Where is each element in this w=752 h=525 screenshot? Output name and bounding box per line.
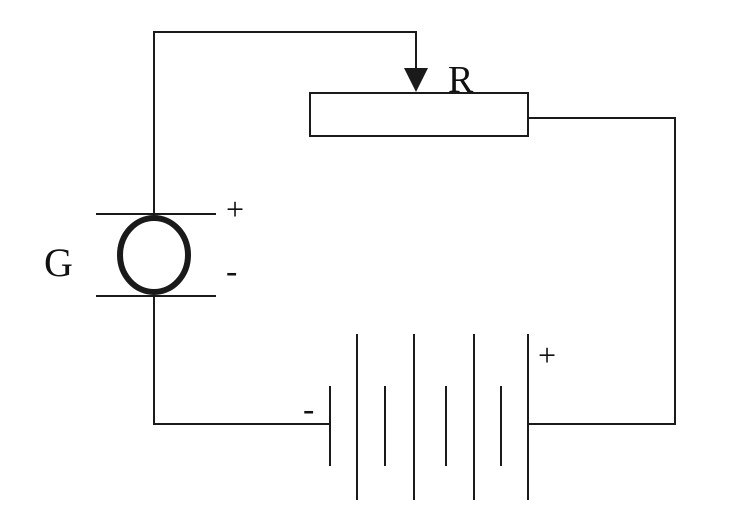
wires bbox=[153, 31, 676, 425]
battery-plus-sign: + bbox=[538, 337, 556, 373]
generator-plus-sign: + bbox=[226, 191, 244, 227]
generator-label: G bbox=[44, 240, 73, 285]
battery-minus-sign: - bbox=[303, 391, 314, 428]
generator: G + - bbox=[44, 191, 244, 297]
wire-top bbox=[153, 31, 417, 214]
slider-arrow-icon bbox=[404, 68, 428, 92]
wire-right bbox=[528, 117, 676, 425]
generator-circle-icon bbox=[117, 215, 191, 295]
wire-bottom-left bbox=[153, 296, 330, 425]
generator-minus-sign: - bbox=[226, 253, 237, 290]
resistor-body bbox=[309, 92, 529, 137]
battery: - + bbox=[303, 334, 556, 500]
rheostat: R bbox=[309, 59, 529, 137]
resistor-label: R bbox=[448, 59, 474, 101]
